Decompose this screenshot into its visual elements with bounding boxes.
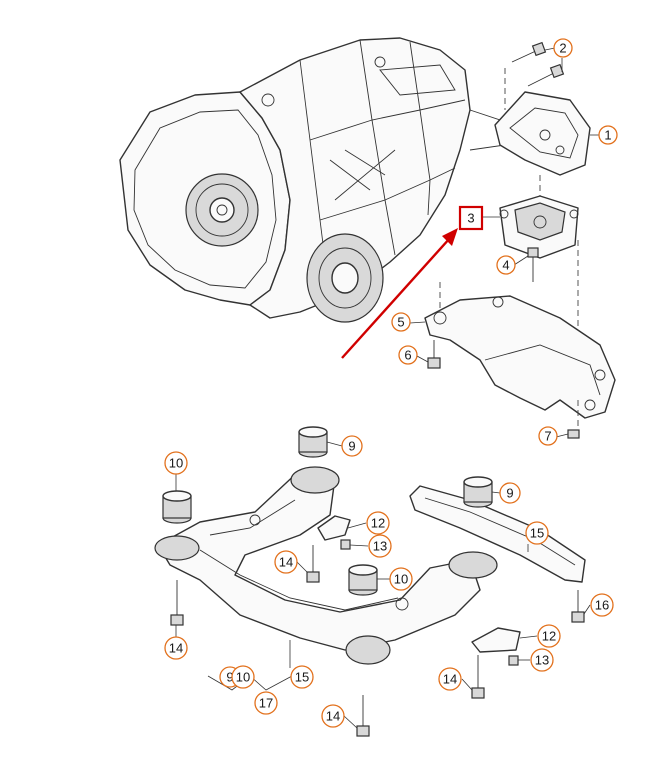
callout-14-lower-right: 14 — [438, 667, 462, 691]
bolt-14-bottom — [356, 695, 370, 737]
callout-10-group: 10 — [231, 665, 255, 689]
svg-text:4: 4 — [502, 258, 509, 273]
highlight-label: 3 — [467, 211, 474, 226]
svg-text:5: 5 — [397, 315, 404, 330]
gearbox-housing — [119, 37, 506, 323]
callout-12-lower: 12 — [537, 624, 561, 648]
svg-text:9: 9 — [226, 670, 233, 685]
bushing-10-left — [162, 490, 192, 524]
callout-13-lower: 13 — [530, 648, 554, 672]
svg-text:16: 16 — [595, 598, 609, 613]
bushing-9-right — [463, 476, 493, 508]
svg-text:7: 7 — [544, 429, 551, 444]
svg-text:1: 1 — [604, 128, 611, 143]
svg-text:9: 9 — [348, 439, 355, 454]
callout-6: 6 — [398, 345, 418, 365]
bolt-6 — [427, 340, 441, 369]
svg-text:10: 10 — [394, 572, 408, 587]
callout-4: 4 — [496, 255, 516, 275]
svg-text:14: 14 — [169, 641, 183, 656]
svg-text:6: 6 — [404, 348, 411, 363]
callout-10-center: 10 — [389, 567, 413, 591]
svg-text:17: 17 — [259, 696, 273, 711]
callout-14-upper: 14 — [274, 550, 298, 574]
bolt-14-lower-right — [471, 655, 485, 699]
svg-text:15: 15 — [295, 670, 309, 685]
svg-text:14: 14 — [326, 709, 340, 724]
bushing-9-left — [298, 426, 328, 458]
bracket-12-lower — [471, 627, 521, 653]
bolt-4 — [527, 247, 539, 282]
svg-text:14: 14 — [279, 555, 293, 570]
svg-text:12: 12 — [371, 516, 385, 531]
callout-5: 5 — [391, 312, 411, 332]
svg-text:15: 15 — [530, 526, 544, 541]
callout-17: 17 — [254, 691, 278, 715]
svg-text:10: 10 — [236, 670, 250, 685]
svg-text:10: 10 — [169, 456, 183, 471]
callout-9-right: 9 — [499, 482, 521, 504]
svg-text:14: 14 — [443, 672, 457, 687]
bushing-10-center — [348, 564, 378, 596]
bolt-16 — [571, 590, 585, 623]
bolt-14-left — [170, 580, 184, 626]
callout-9-left: 9 — [341, 435, 363, 457]
leader-lines — [175, 47, 600, 729]
gearbox-bracket — [494, 91, 591, 176]
callout-12-upper: 12 — [366, 511, 390, 535]
bolt-13-upper — [340, 539, 351, 550]
callout-16: 16 — [590, 593, 614, 617]
callout-15-group: 15 — [290, 665, 314, 689]
gearbox-crossmember — [424, 295, 616, 419]
svg-text:9: 9 — [506, 486, 513, 501]
bolt-13-lower — [508, 655, 519, 666]
callout-14-bottom: 14 — [321, 704, 345, 728]
subframe — [154, 466, 498, 665]
callout-13-upper: 13 — [368, 534, 392, 558]
svg-text:13: 13 — [535, 653, 549, 668]
callout-10-left: 10 — [164, 451, 188, 475]
reinforcement-bar — [409, 485, 586, 583]
highlight-arrow — [341, 228, 458, 359]
bolt-14-upper — [306, 545, 320, 583]
svg-text:13: 13 — [373, 539, 387, 554]
callout-1: 1 — [598, 125, 618, 145]
bolts-2 — [511, 41, 565, 87]
bracket-12-upper — [317, 515, 351, 541]
svg-text:12: 12 — [542, 629, 556, 644]
nut-7 — [567, 429, 580, 439]
svg-text:2: 2 — [559, 41, 566, 56]
callout-2: 2 — [553, 38, 573, 58]
callout-15-right: 15 — [525, 521, 549, 545]
highlight-box — [458, 205, 484, 231]
callout-7: 7 — [538, 426, 558, 446]
callout-14-left: 14 — [164, 636, 188, 660]
gearbox-mount — [499, 195, 579, 259]
